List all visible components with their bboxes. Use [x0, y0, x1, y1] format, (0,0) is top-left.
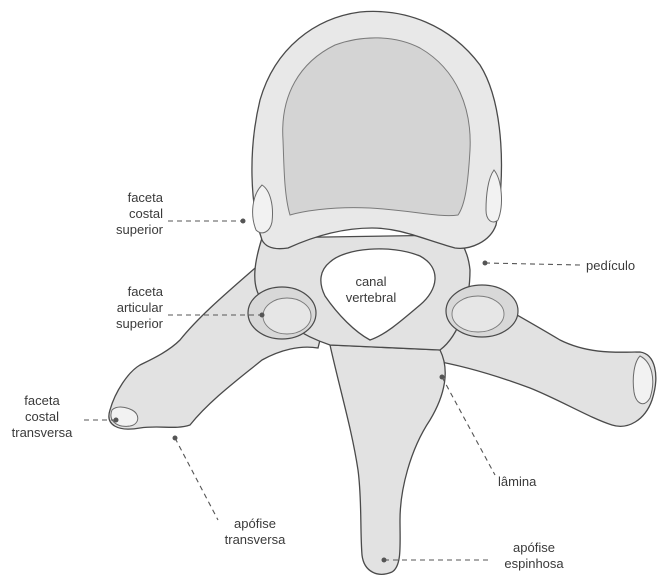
label-line: faceta — [4, 393, 80, 409]
label-faceta-articular-superior: faceta articular superior — [60, 284, 163, 332]
label-line: vertebral — [336, 290, 406, 306]
dot-pediculo — [483, 261, 488, 266]
dot-articular-superior — [260, 313, 265, 318]
right-articular-facet-inner — [452, 296, 504, 332]
dot-costal-transversa — [114, 418, 119, 423]
label-line: superior — [60, 222, 163, 238]
label-pediculo: pedículo — [586, 258, 654, 274]
label-faceta-costal-transversa: faceta costal transversa — [4, 393, 80, 441]
label-faceta-costal-superior: faceta costal superior — [60, 190, 163, 238]
label-line: articular — [60, 300, 163, 316]
dot-costal-superior — [241, 219, 246, 224]
label-line: faceta — [60, 190, 163, 206]
label-line: apófise — [494, 540, 574, 556]
leader-lamina — [442, 377, 495, 475]
dot-apofise-espinhosa — [382, 558, 387, 563]
label-line: pedículo — [586, 258, 654, 274]
label-line: superior — [60, 316, 163, 332]
label-apofise-espinhosa: apófise espinhosa — [494, 540, 574, 572]
label-line: faceta — [60, 284, 163, 300]
spinous-process — [330, 345, 445, 574]
label-apofise-transversa: apófise transversa — [215, 516, 295, 548]
left-articular-facet-inner — [263, 298, 311, 334]
leader-apofise-transversa — [175, 438, 218, 520]
label-line: transversa — [4, 425, 80, 441]
dot-lamina — [440, 375, 445, 380]
label-line: costal — [4, 409, 80, 425]
label-canal-vertebral: canal vertebral — [336, 274, 406, 306]
label-line: apófise — [215, 516, 295, 532]
label-line: espinhosa — [494, 556, 574, 572]
leader-pediculo — [485, 263, 580, 265]
label-line: canal — [336, 274, 406, 290]
label-line: transversa — [215, 532, 295, 548]
label-lamina: lâmina — [498, 474, 568, 490]
label-line: costal — [60, 206, 163, 222]
dot-apofise-transversa — [173, 436, 178, 441]
label-line: lâmina — [498, 474, 568, 490]
